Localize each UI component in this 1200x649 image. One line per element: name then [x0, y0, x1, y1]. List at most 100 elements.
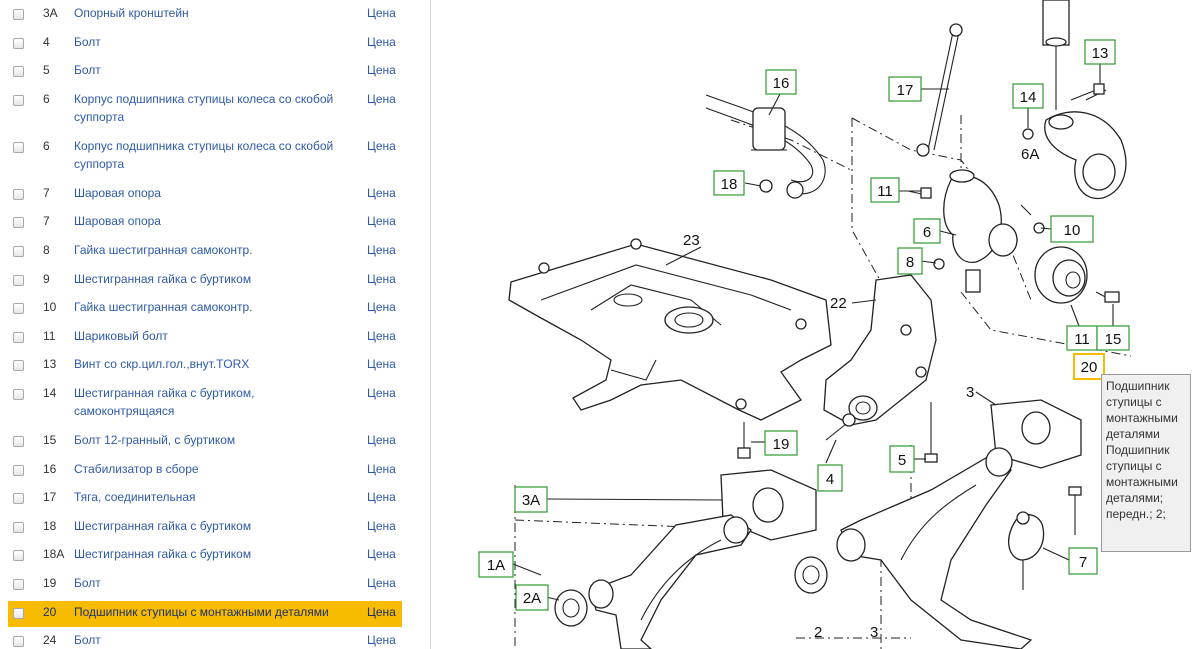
price-link[interactable]: Цена	[367, 243, 396, 257]
label-3-upper[interactable]: 3	[966, 384, 974, 401]
row-checkbox[interactable]	[13, 636, 24, 648]
price-link[interactable]: Цена	[367, 138, 396, 153]
part-name-link[interactable]: Гайка шестигранная самоконтр.	[74, 243, 253, 257]
row-checkbox[interactable]	[13, 464, 24, 476]
price-link[interactable]: Цена	[367, 185, 396, 200]
price-link[interactable]: Цена	[367, 328, 396, 343]
callout-3a[interactable]: 3A	[514, 486, 548, 513]
callout-7[interactable]: 7	[1068, 547, 1098, 575]
price-link[interactable]: Цена	[367, 547, 396, 562]
price-link[interactable]: Цена	[367, 633, 396, 648]
part-name-link[interactable]: Болт	[74, 34, 101, 49]
callout-8[interactable]: 8	[897, 247, 923, 275]
row-checkbox[interactable]	[13, 360, 24, 372]
callout-6[interactable]: 6	[913, 218, 941, 244]
row-checkbox[interactable]	[13, 389, 24, 400]
row-checkbox[interactable]	[13, 141, 24, 153]
row-checkbox[interactable]	[13, 579, 24, 590]
callout-15[interactable]: 15	[1096, 325, 1130, 351]
row-checkbox[interactable]	[13, 66, 24, 78]
part-name-link[interactable]: Винт со скр.цил.гол.,внут.TORX	[74, 357, 250, 372]
callout-5[interactable]: 5	[889, 445, 915, 473]
price-link[interactable]: Цена	[367, 490, 396, 505]
price-link[interactable]: Цена	[367, 518, 396, 533]
part-name-link[interactable]: Корпус подшипника ступицы колеса со скоб…	[74, 138, 334, 171]
part-name-link[interactable]: Болт	[74, 63, 101, 78]
part-name-link[interactable]: Болт	[74, 633, 101, 648]
price-link[interactable]: Цена	[367, 604, 396, 619]
row-checkbox[interactable]	[13, 331, 24, 343]
price-link[interactable]: Цена	[367, 63, 396, 78]
price-link[interactable]: Цена	[367, 34, 396, 49]
part-name-link[interactable]: Болт	[74, 576, 101, 590]
part-name-link[interactable]: Подшипник ступицы с монтажными деталями	[74, 604, 329, 619]
price-link[interactable]: Цена	[367, 357, 396, 372]
row-checkbox[interactable]	[13, 188, 24, 200]
price-link[interactable]: Цена	[367, 91, 396, 106]
part-name-link[interactable]: Тяга, соединительная	[74, 490, 196, 505]
part-name-link[interactable]: Опорный кронштейн	[74, 6, 189, 20]
callout-14[interactable]: 14	[1012, 83, 1044, 109]
price-link[interactable]: Цена	[367, 300, 396, 315]
label-6a[interactable]: 6A	[1021, 146, 1039, 163]
callout-16[interactable]: 16	[765, 69, 797, 95]
callout-20[interactable]: 20	[1073, 353, 1105, 380]
row-checkbox[interactable]	[13, 217, 24, 229]
callout-17[interactable]: 17	[888, 76, 922, 102]
part-name-link[interactable]: Корпус подшипника ступицы колеса со скоб…	[74, 91, 334, 124]
callout-1a[interactable]: 1A	[478, 551, 514, 578]
part-name-link[interactable]: Шариковый болт	[74, 328, 168, 343]
row-checkbox[interactable]	[13, 550, 24, 562]
part-name-link[interactable]: Шестигранная гайка с буртиком	[74, 547, 252, 562]
part-name-link[interactable]: Шестигранная гайка с буртиком, самоконтр…	[74, 386, 255, 418]
label-23[interactable]: 23	[683, 232, 700, 249]
callout-11-lower[interactable]: 11	[1066, 325, 1098, 351]
callout-4[interactable]: 4	[817, 464, 843, 492]
row-checkbox[interactable]	[13, 493, 24, 505]
row-checkbox[interactable]	[13, 607, 24, 619]
callout-10[interactable]: 10	[1050, 215, 1094, 243]
row-checkbox[interactable]	[13, 274, 24, 286]
label-2[interactable]: 2	[814, 624, 822, 641]
row-checkbox[interactable]	[13, 9, 24, 20]
row-checkbox[interactable]	[13, 37, 24, 49]
row-checkbox[interactable]	[13, 303, 24, 315]
label-22[interactable]: 22	[830, 295, 847, 312]
price-link[interactable]: Цена	[367, 271, 396, 286]
price-link[interactable]: Цена	[367, 576, 396, 590]
price-link[interactable]: Цена	[367, 214, 396, 229]
part-name-link[interactable]: Шаровая опора	[74, 185, 161, 200]
part-name-link[interactable]: Стабилизатор в сборе	[74, 461, 199, 476]
callout-19[interactable]: 19	[764, 430, 798, 456]
price-link[interactable]: Цена	[367, 6, 396, 20]
callout-13[interactable]: 13	[1084, 39, 1116, 65]
callout-2a[interactable]: 2A	[515, 584, 549, 611]
price-link[interactable]: Цена	[367, 433, 396, 447]
part-name-link[interactable]: Шаровая опора	[74, 214, 161, 229]
row-checkbox[interactable]	[13, 436, 24, 447]
part-name-link[interactable]: Болт 12-гранный, с буртиком	[74, 433, 236, 447]
part-name-link[interactable]: Гайка шестигранная самоконтр.	[74, 300, 253, 315]
price-link[interactable]: Цена	[367, 386, 396, 400]
row-checkbox[interactable]	[13, 246, 24, 257]
label-3-lower[interactable]: 3	[870, 624, 878, 641]
